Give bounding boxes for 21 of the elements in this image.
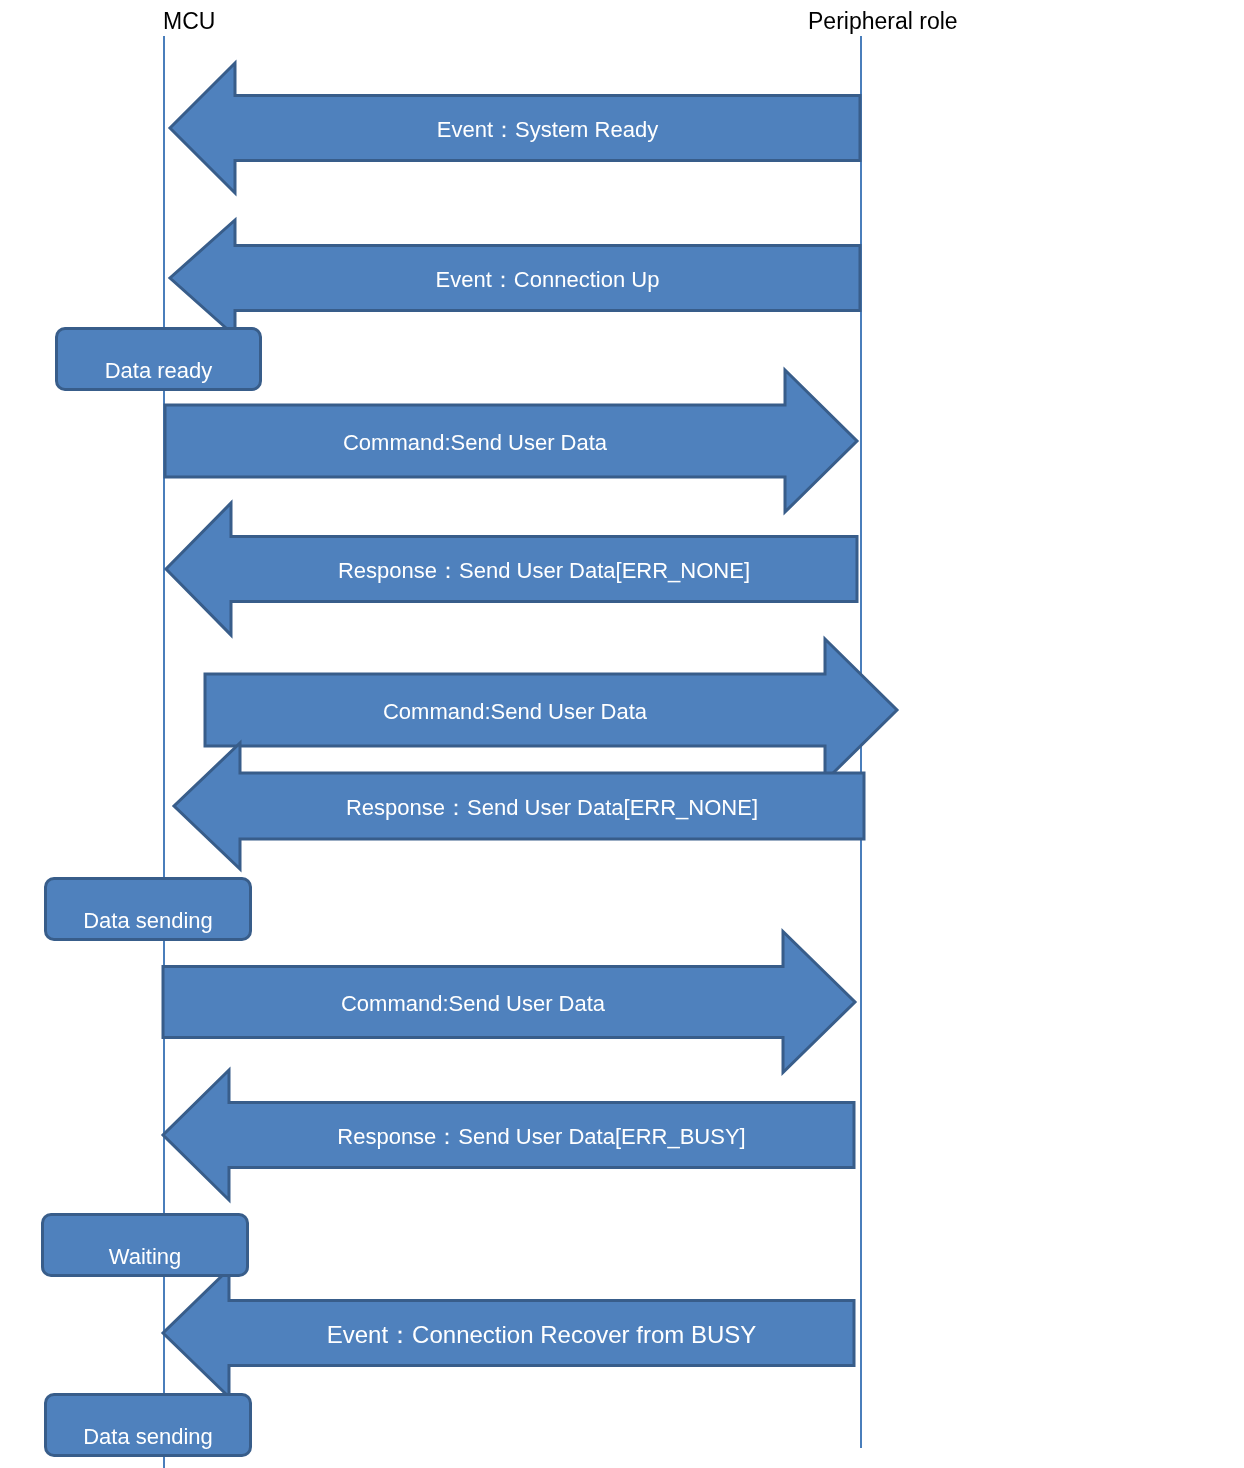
edge-label: Event：Connection Recover from BUSY — [326, 1320, 757, 1350]
edge-label: Event：Connection Up — [435, 266, 660, 294]
lifeline-label: Peripheral role — [808, 8, 958, 35]
edge-label: Response：Send User Data[ERR_NONE] — [337, 557, 751, 585]
block-arrow — [167, 59, 862, 197]
edge-label: Command:Send User Data — [382, 699, 648, 725]
block-arrow — [171, 739, 866, 873]
state-box: Data sending — [44, 1393, 252, 1457]
edge-label: Response：Send User Data[ERR_BUSY] — [337, 1123, 746, 1151]
block-arrow — [161, 927, 858, 1077]
edge-label: Response：Send User Data[ERR_NONE] — [345, 794, 759, 822]
edge-label: Command:Send User Data — [342, 430, 608, 456]
edge-label: Event：System Ready — [436, 116, 659, 144]
state-box: Waiting — [41, 1213, 249, 1277]
block-arrow — [160, 1066, 856, 1204]
lifeline-label: MCU — [163, 8, 216, 35]
state-box: Data sending — [44, 877, 252, 941]
block-arrow — [163, 366, 860, 516]
block-arrow — [163, 499, 859, 639]
state-box: Data ready — [55, 327, 262, 391]
edge-label: Command:Send User Data — [340, 991, 606, 1017]
